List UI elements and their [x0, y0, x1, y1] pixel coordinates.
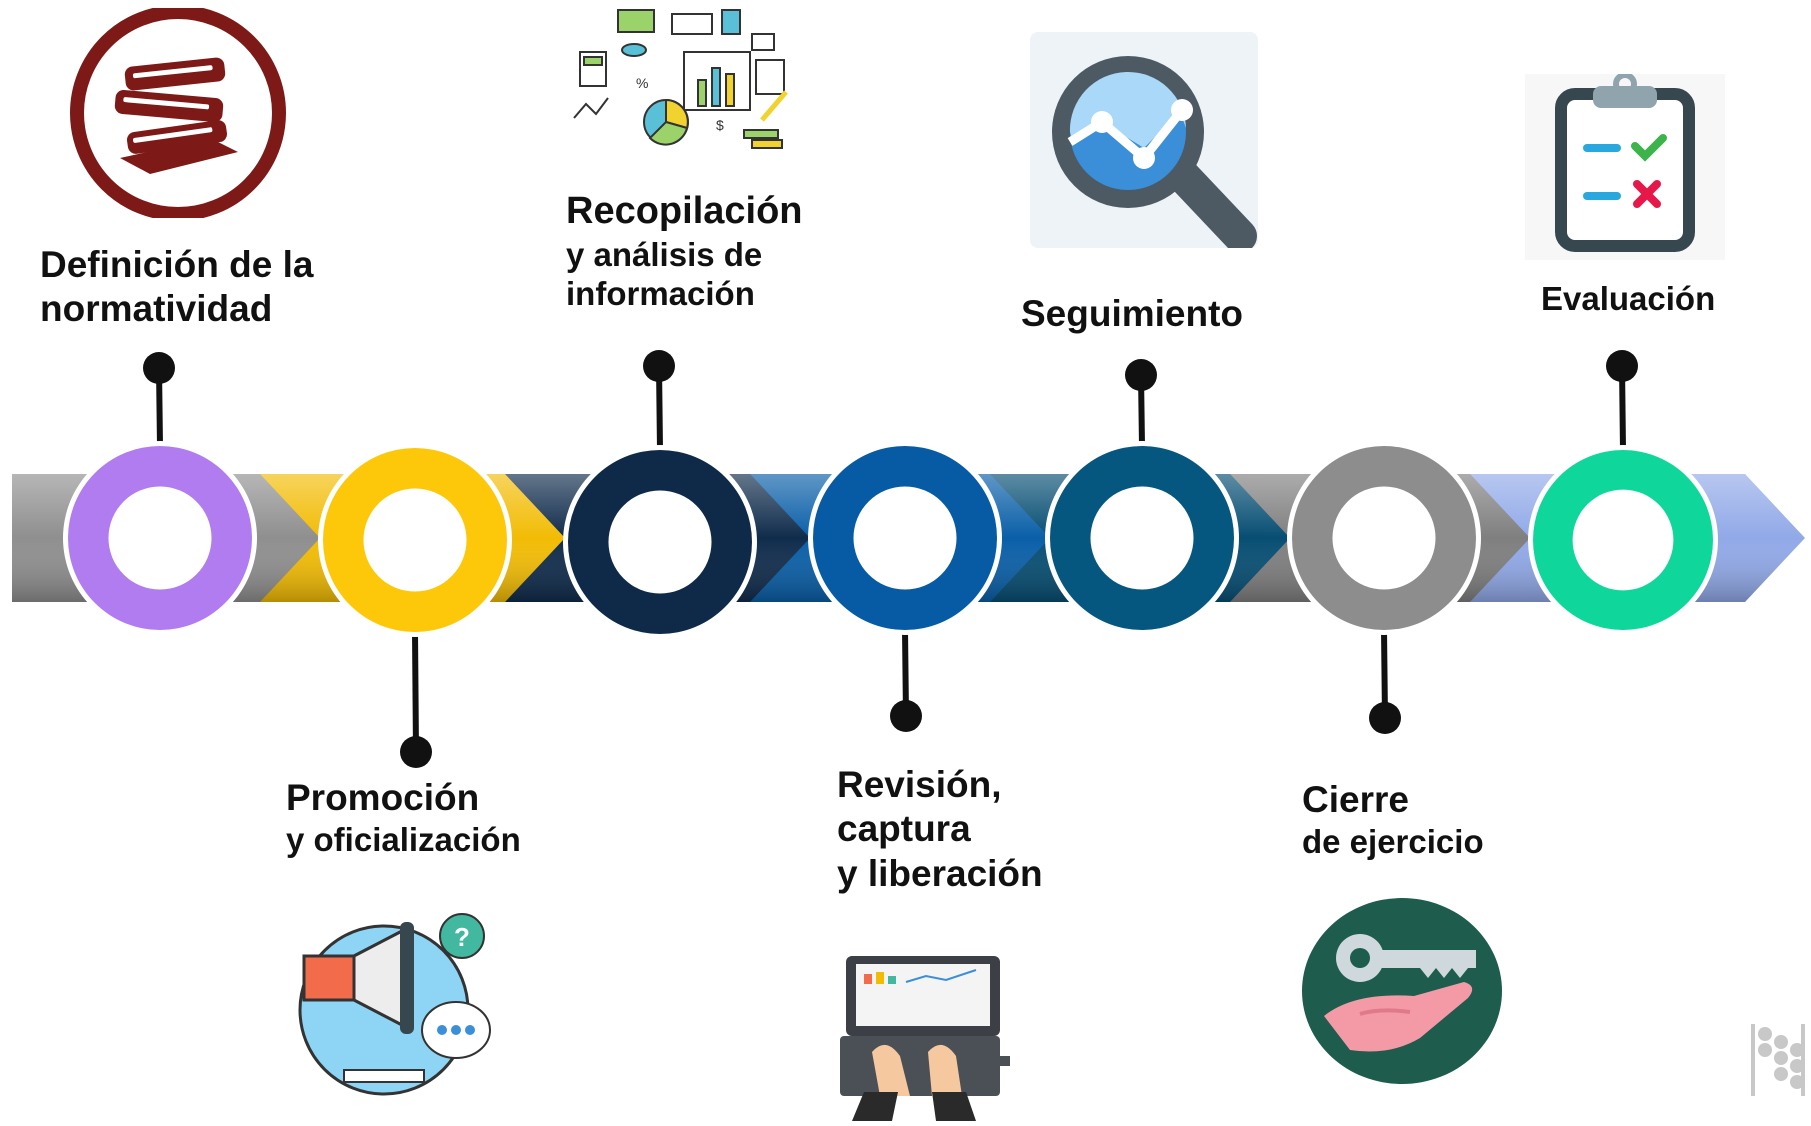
step-label-seguimiento: Seguimiento — [1021, 292, 1243, 336]
laptop-typing-icon — [836, 952, 1010, 1121]
label-line: Seguimiento — [1021, 293, 1244, 334]
step-ring-hole — [363, 488, 467, 592]
data-analysis-icon: % $ — [566, 2, 804, 154]
connector-dot — [643, 350, 675, 382]
clipboard-checklist-icon — [1525, 72, 1725, 260]
step-label-normatividad: Definición de la normatividad — [40, 243, 313, 332]
step-label-recopilacion: Recopilación y análisis de información — [566, 189, 803, 314]
step-label-evaluacion: Evaluación — [1541, 279, 1715, 319]
step-label-promocion: Promoción y oficialización — [286, 776, 521, 860]
step-ring-hole — [1090, 486, 1194, 590]
label-line: Cierre — [1302, 779, 1409, 820]
svg-text:%: % — [636, 75, 648, 91]
label-line: y liberación — [837, 852, 1043, 894]
label-line: información — [566, 275, 755, 313]
connector-dot — [890, 700, 922, 732]
connector-dot — [1606, 350, 1638, 382]
label-line: Promoción — [286, 777, 480, 818]
step-ring-hole — [1572, 489, 1674, 591]
step-ring-hole — [108, 486, 212, 590]
label-line: Recopilación — [566, 190, 803, 232]
step-label-revision: Revisión, captura y liberación — [837, 763, 1043, 896]
connector-line — [412, 631, 419, 753]
step-ring-hole — [608, 490, 712, 594]
megaphone-icon: ? — [284, 910, 494, 1098]
step-ring-hole — [853, 486, 957, 590]
step-ring-hole — [1332, 486, 1436, 590]
label-line: Evaluación — [1541, 280, 1716, 317]
label-line: y análisis de — [566, 235, 763, 273]
magnifier-chart-icon — [1030, 32, 1258, 253]
corner-logo — [1751, 1024, 1811, 1121]
label-line: Revisión, — [837, 764, 1002, 805]
label-line: y oficialización — [286, 821, 521, 859]
step-label-cierre: Cierre de ejercicio — [1302, 778, 1484, 862]
label-line: Definición de la — [40, 244, 314, 285]
connector-dot — [400, 736, 432, 768]
books-icon — [65, 5, 291, 221]
connector-dot — [1125, 359, 1157, 391]
svg-text:$: $ — [716, 117, 724, 133]
label-line: de ejercicio — [1302, 823, 1484, 861]
svg-text:?: ? — [454, 922, 470, 952]
connector-dot — [143, 352, 175, 384]
connector-dot — [1369, 702, 1401, 734]
label-line: captura — [837, 808, 971, 850]
label-line: normatividad — [40, 288, 273, 330]
key-in-hand-icon — [1300, 896, 1504, 1086]
